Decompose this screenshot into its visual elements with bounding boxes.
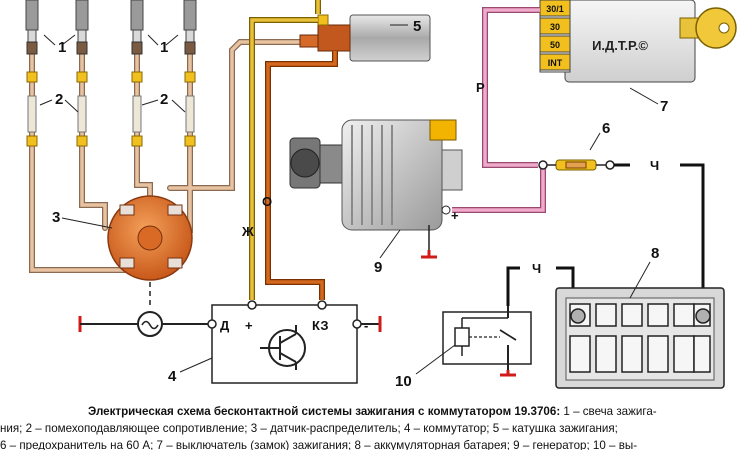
ignition-coil — [299, 14, 431, 62]
switch-terminal-301: 30/1 — [546, 4, 564, 14]
spark-plug — [25, 0, 39, 55]
commutator-plus-terminal: + — [245, 318, 253, 333]
fuse — [538, 159, 615, 171]
wire-label-o: О — [262, 194, 272, 209]
label-battery: 8 — [651, 245, 659, 262]
relay — [442, 306, 532, 377]
ignition-switch: 30/1 30 50 INT И.Д.Т.Р.© — [539, 0, 737, 83]
commutator-kz-terminal: КЗ — [312, 318, 329, 333]
caption-line-1-rest: 1 – свеча зажига- — [560, 405, 657, 418]
commutator-minus-terminal: - — [364, 318, 368, 333]
spark-plugs — [25, 0, 197, 55]
ignition-wiring-diagram: 30/1 30 50 INT И.Д.Т.Р.© — [25, 0, 737, 390]
sensor-line — [78, 311, 212, 337]
wire-label-r: Р — [476, 80, 485, 95]
label-spark-plug-2: 1 — [160, 39, 168, 56]
wire-r — [452, 7, 546, 213]
wire-o — [265, 51, 338, 300]
spark-plug — [75, 0, 89, 55]
label-distributor: 3 — [52, 209, 60, 226]
spark-plug — [130, 0, 144, 55]
label-fuse: 6 — [602, 120, 610, 137]
label-alternator: 9 — [374, 259, 382, 276]
resistor — [184, 71, 196, 147]
switch-brand-label: И.Д.Т.Р.© — [592, 38, 648, 53]
switch-terminal-50: 50 — [550, 40, 560, 50]
caption-title: Электрическая схема бесконтактной систем… — [88, 405, 561, 418]
alternator: + — [289, 119, 463, 259]
figure-caption: Электрическая схема бесконтактной систем… — [0, 403, 744, 450]
alternator-plus-terminal: + — [451, 208, 459, 223]
caption-line-3: 6 – предохранитель на 60 А; 7 – выключат… — [0, 439, 638, 450]
resistor — [26, 71, 38, 147]
label-relay: 10 — [395, 373, 412, 390]
resistor — [76, 71, 88, 147]
label-resistor-2: 2 — [160, 91, 168, 108]
distributor — [107, 195, 193, 306]
caption-line-1: Электрическая схема бесконтактной систем… — [0, 403, 744, 420]
wire-label-zh: Ж — [241, 224, 254, 239]
transistor-symbol — [260, 325, 306, 370]
caption-line-2: ния; 2 – помехоподавляющее сопротивление… — [0, 422, 618, 435]
label-commutator: 4 — [168, 368, 177, 385]
key-icon — [679, 7, 737, 49]
spark-plug — [183, 0, 197, 55]
label-switch: 7 — [660, 98, 668, 115]
label-coil: 5 — [413, 18, 421, 35]
label-spark-plug-1: 1 — [58, 39, 66, 56]
callout-leaders — [39, 24, 659, 375]
label-resistor-1: 2 — [55, 91, 63, 108]
switch-terminal-30: 30 — [550, 22, 560, 32]
commutator-d-terminal: Д — [220, 318, 230, 333]
battery — [555, 287, 725, 389]
wire-label-ch-1: Ч — [650, 158, 659, 173]
switch-terminal-int: INT — [548, 58, 563, 68]
wire-label-ch-2: Ч — [532, 261, 541, 276]
wire-zh — [249, 0, 321, 300]
resistor — [131, 71, 143, 147]
wire-ch-battery — [614, 163, 705, 315]
commutator: Д + КЗ - — [207, 300, 382, 384]
suppression-resistors — [26, 71, 196, 147]
